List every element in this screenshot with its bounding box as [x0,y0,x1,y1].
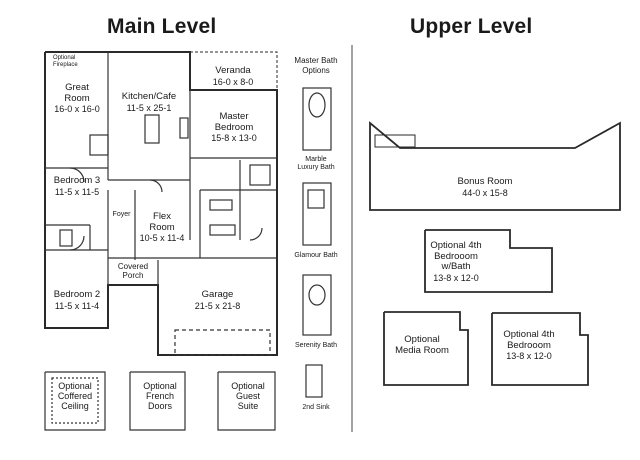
garage-label: Garage 21-5 x 21-8 [194,289,241,311]
bath-option-glamour: Glamour Bath [294,252,338,259]
bath-option-serenity: Serenity Bath [294,342,338,349]
bonus-room-outline [369,121,621,211]
upper-level-title: Upper Level [410,15,533,38]
bath-options-heading: Master Bath Options [294,56,338,75]
bedroom2-label: Bedroom 2 11-5 x 11-4 [53,289,101,311]
bonus-room-label: Bonus Room 44-0 x 15-8 [457,176,513,198]
bedroom3-label: Bedroom 3 11-5 x 11-5 [53,175,101,197]
french-doors-label: Optional French Doors [143,381,177,411]
optional-4th-label: Optional 4th Bedrooom 13-8 x 12-0 [503,329,555,361]
kitchen-label: Kitchen/Cafe 11-5 x 25-1 [121,91,177,113]
bath-option-marble: Marble Luxury Bath [297,156,335,171]
master-bedroom-label: Master Bedroom 15-8 x 13-0 [211,111,257,143]
main-outer-wall [44,51,278,356]
coffered-ceiling-label: Optional Coffered Ceiling [57,381,93,411]
bath-option-2nd-sink: 2nd Sink [302,404,330,411]
veranda-outline [189,51,278,91]
covered-porch-label: Covered Porch [117,262,149,280]
veranda-label: Veranda 16-0 x 8-0 [212,65,254,87]
optional-4th-bath-label: Optional 4th Bedrooom w/Bath 13-8 x 12-0 [430,240,482,283]
optional-fireplace-label: Optional Fireplace [53,55,78,68]
main-level-title: Main Level [107,15,217,38]
flex-room-label: Flex Room 10-5 x 11-4 [139,211,185,243]
media-room-label: Optional Media Room [395,334,449,356]
guest-suite-label: Optional Guest Suite [231,381,265,411]
foyer-label: Foyer [112,211,131,218]
great-room-label: Great Room 16-0 x 16-0 [54,82,100,114]
